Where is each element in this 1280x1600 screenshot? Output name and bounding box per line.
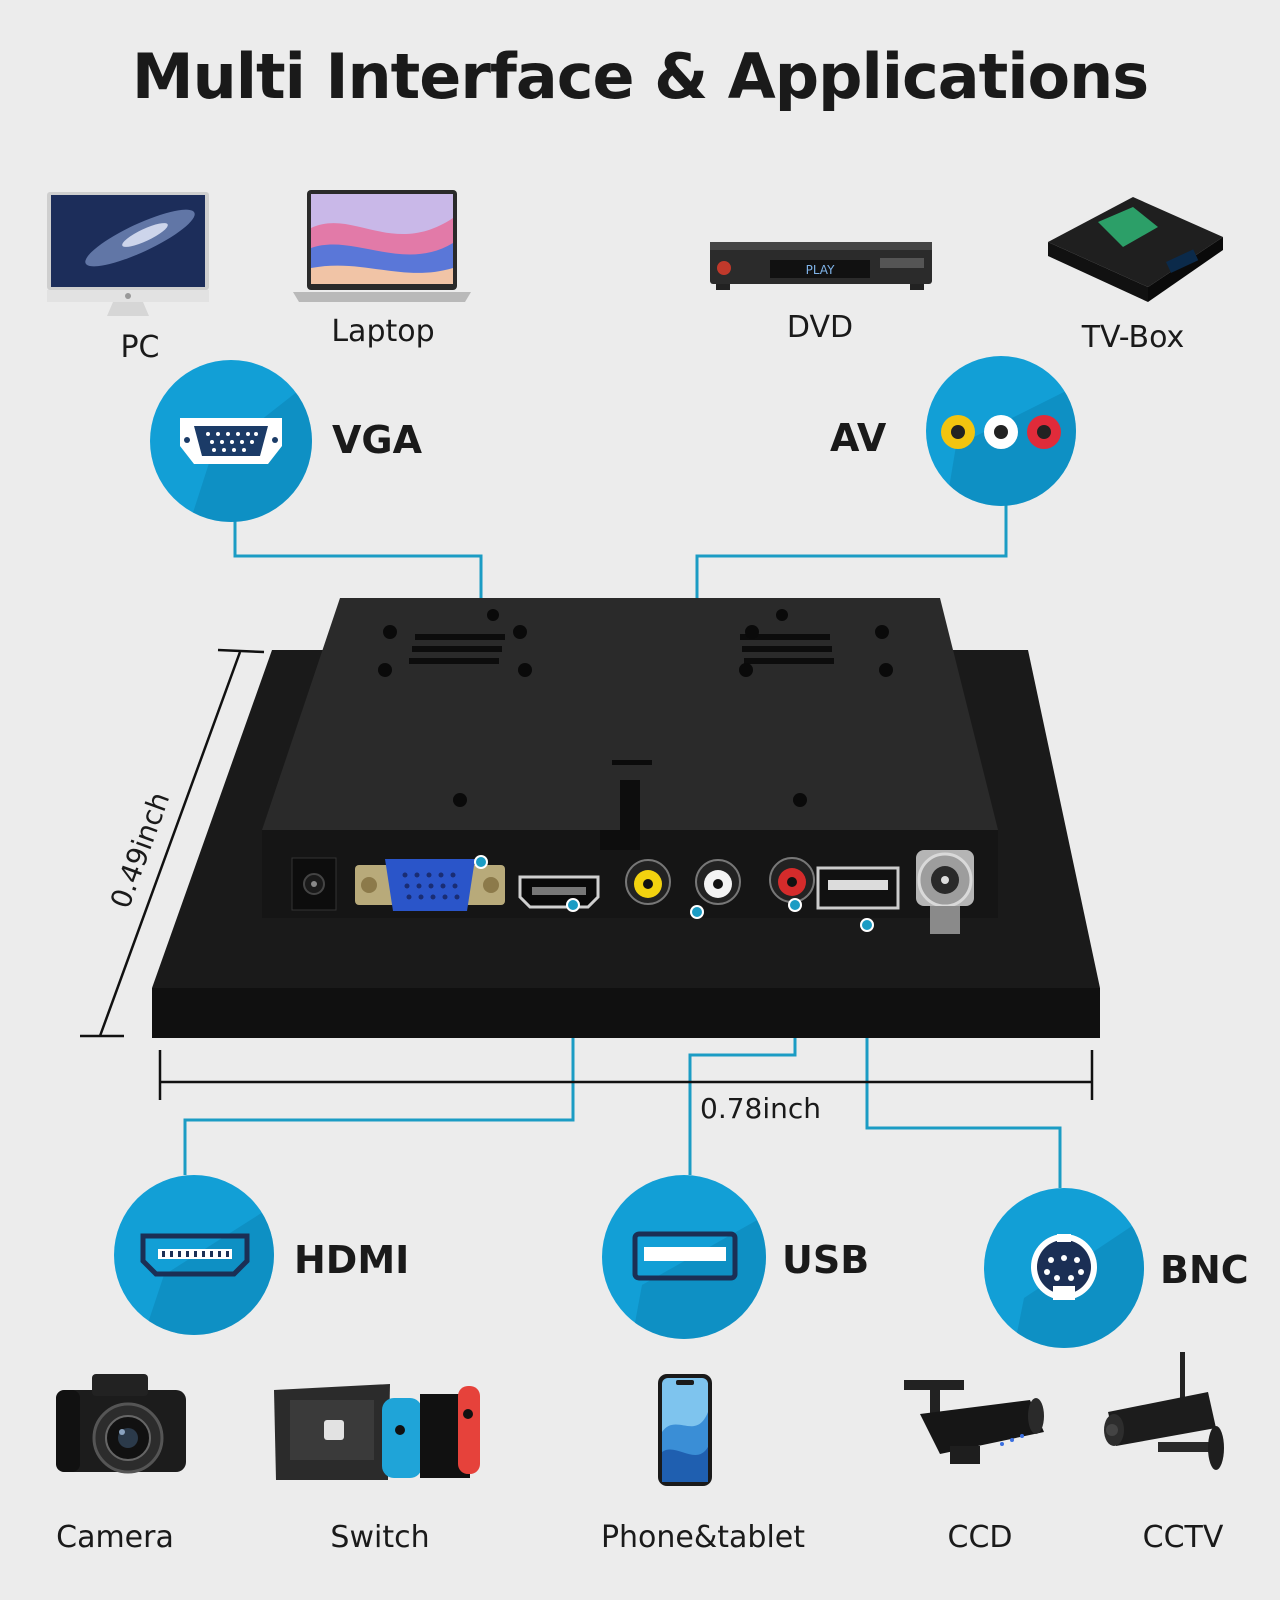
tv-box-label: TV-Box bbox=[1081, 320, 1185, 355]
hdmi-label: HDMI bbox=[294, 1238, 410, 1282]
usb-connector-icon bbox=[632, 1231, 738, 1281]
vga-circle bbox=[150, 360, 312, 522]
phone-tablet-label: Phone&tablet bbox=[600, 1520, 806, 1555]
pc-label: PC bbox=[120, 330, 160, 365]
bnc-label: BNC bbox=[1160, 1248, 1249, 1292]
vga-connector-icon bbox=[180, 418, 282, 464]
bnc-connector-icon bbox=[1031, 1234, 1097, 1300]
vga-label: VGA bbox=[332, 418, 423, 462]
usb-circle bbox=[602, 1175, 766, 1339]
camera-label: Camera bbox=[56, 1520, 174, 1555]
dvd-label: DVD bbox=[786, 310, 854, 345]
hdmi-circle bbox=[114, 1175, 274, 1335]
ccd-label: CCD bbox=[947, 1520, 1013, 1555]
av-circle bbox=[926, 356, 1076, 506]
usb-label: USB bbox=[782, 1238, 870, 1282]
cctv-label: CCTV bbox=[1142, 1520, 1224, 1555]
av-label: AV bbox=[830, 416, 887, 460]
laptop-label: Laptop bbox=[331, 314, 435, 349]
page-title: Multi Interface & Applications bbox=[131, 40, 1149, 113]
hdmi-connector-icon bbox=[140, 1233, 250, 1277]
switch-label: Switch bbox=[330, 1520, 430, 1555]
width-dimension-label: 0.78inch bbox=[700, 1092, 822, 1125]
bnc-circle bbox=[984, 1188, 1144, 1348]
rca-connectors-icon bbox=[941, 415, 1061, 449]
dvd-display-text: PLAY bbox=[806, 263, 835, 277]
